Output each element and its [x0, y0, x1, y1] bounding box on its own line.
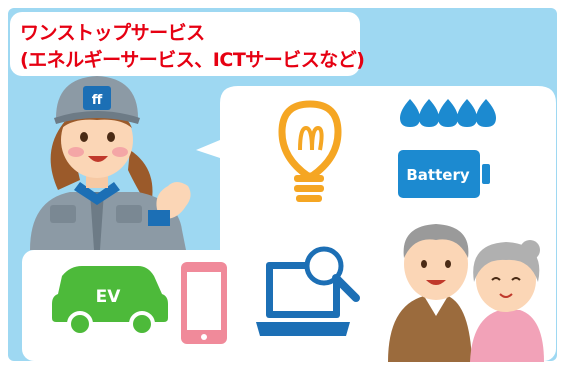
- title-box: ワンストップサービス (エネルギーサービス、ICTサービスなど): [10, 12, 365, 76]
- smartphone-icon: [181, 262, 227, 344]
- title-line-1: ワンストップサービス: [20, 22, 205, 44]
- lightbulb-icon: [278, 100, 342, 202]
- laptop-search-icon: [256, 246, 360, 336]
- ev-car-icon: [52, 266, 168, 337]
- gas-flame-icons: [400, 99, 496, 127]
- elderly-couple-illustration: [388, 224, 544, 362]
- worker-illustration: [30, 76, 191, 250]
- battery-label: Battery: [406, 166, 469, 184]
- raised-hand: [156, 182, 191, 219]
- magnifier-icon: [304, 246, 344, 286]
- flame-icon: [457, 99, 477, 127]
- title-line-2: (エネルギーサービス、ICTサービスなど): [20, 49, 365, 71]
- flame-icon: [400, 99, 420, 127]
- flame-icon: [476, 99, 496, 127]
- ev-label: EV: [96, 287, 122, 307]
- flame-icon: [419, 99, 439, 127]
- cap-logo-text: ff: [92, 93, 103, 108]
- battery-icon: [398, 150, 490, 198]
- flame-icon: [438, 99, 458, 127]
- cap-logo-icon: [83, 86, 111, 110]
